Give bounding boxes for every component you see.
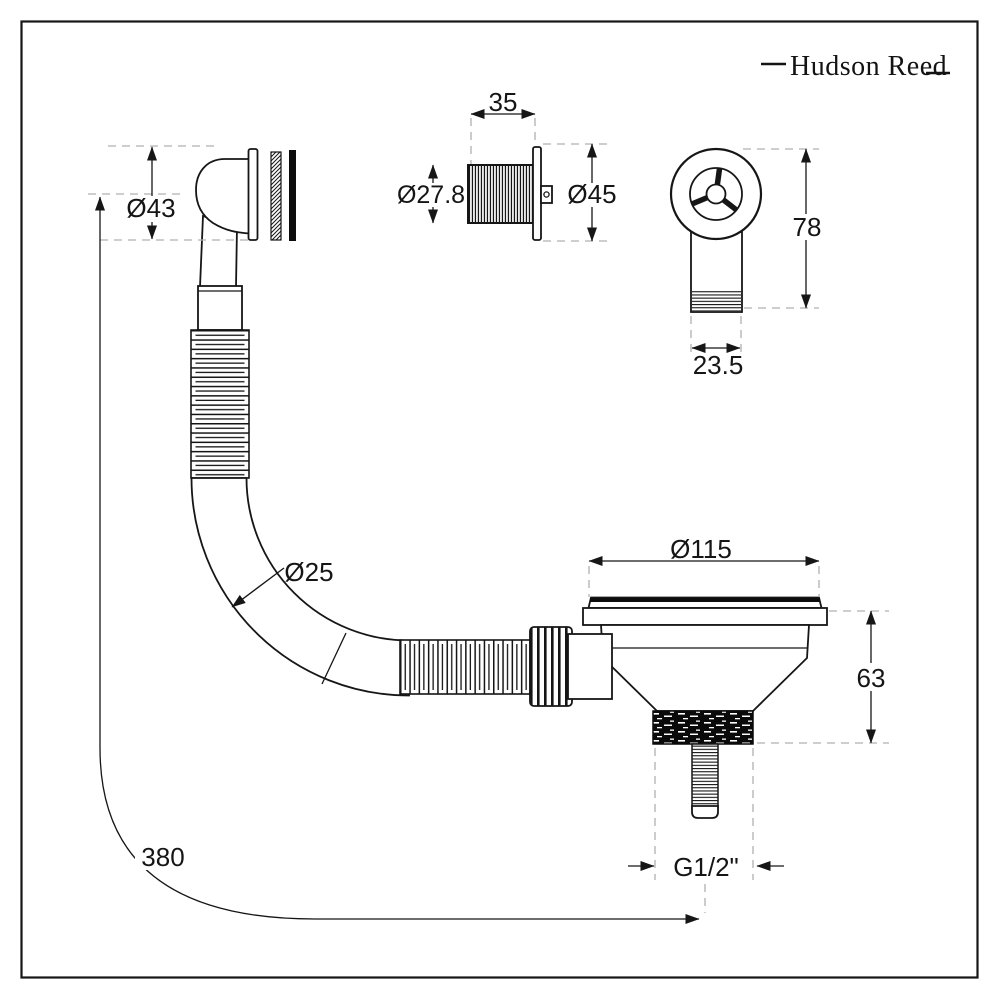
- sealing-washer-strip: [289, 150, 296, 241]
- dim-label-backnut-width: 35: [489, 87, 518, 117]
- elbow-flange-plate: [247, 148, 259, 241]
- backnut-tab-hole: [543, 191, 550, 198]
- dimension-lines: [95, 109, 876, 924]
- dim-label-hose-diameter: Ø25: [284, 557, 333, 587]
- strainer-waste-side-view: [567, 596, 828, 819]
- dimension-labels: Ø43 380 35 Ø27.8 Ø45 78 23.5 Ø25 Ø115 63…: [126, 87, 885, 882]
- dim-label-overflow-front-width: 23.5: [693, 350, 744, 380]
- brand-logo-text: Hudson Reed: [790, 51, 947, 82]
- overflow-body-threads: [692, 290, 741, 311]
- overflow-face-spoke-right: [721, 197, 739, 213]
- dim-label-hose-length: 380: [141, 842, 184, 872]
- dim-leader-hose-diameter: [231, 567, 285, 608]
- strainer-thread-collar: [652, 710, 754, 745]
- sealing-gasket-strip: [270, 151, 282, 241]
- overflow-front-view: [669, 147, 763, 313]
- dim-label-strainer-height: 63: [857, 663, 886, 693]
- dim-label-backnut-flange-diameter: Ø45: [567, 179, 616, 209]
- dim-line-hose-length: [95, 196, 700, 924]
- strainer-body-and-cone: [600, 624, 810, 712]
- dim-label-overflow-front-height: 78: [793, 212, 822, 242]
- corrugated-hose-horizontal: [399, 639, 531, 695]
- strainer-stud-tip: [691, 805, 719, 819]
- overflow-elbow-and-hose-side-view: [190, 148, 573, 707]
- backnut-threaded-body: [467, 164, 534, 224]
- backnut-flange: [532, 146, 542, 241]
- brand-logo: Hudson Reed: [761, 51, 950, 82]
- strainer-inlet-tube: [567, 633, 613, 700]
- hose-compression-nut: [529, 626, 573, 707]
- overflow-face-spoke-top: [714, 167, 723, 186]
- page-border: [20, 20, 979, 979]
- corrugated-hose-vertical: [190, 329, 250, 479]
- hose-collar: [197, 285, 243, 331]
- overflow-backnut-side-view: [467, 146, 553, 241]
- strainer-flange: [582, 607, 828, 626]
- strainer-stud: [691, 743, 719, 809]
- overflow-face-hub: [705, 183, 727, 205]
- dim-label-backnut-thread-diameter: Ø27.8: [397, 181, 465, 209]
- dim-label-stud-thread: G1/2": [673, 852, 739, 882]
- dim-label-strainer-flange-diameter: Ø115: [670, 534, 732, 564]
- dim-label-overflow-height: Ø43: [126, 193, 175, 223]
